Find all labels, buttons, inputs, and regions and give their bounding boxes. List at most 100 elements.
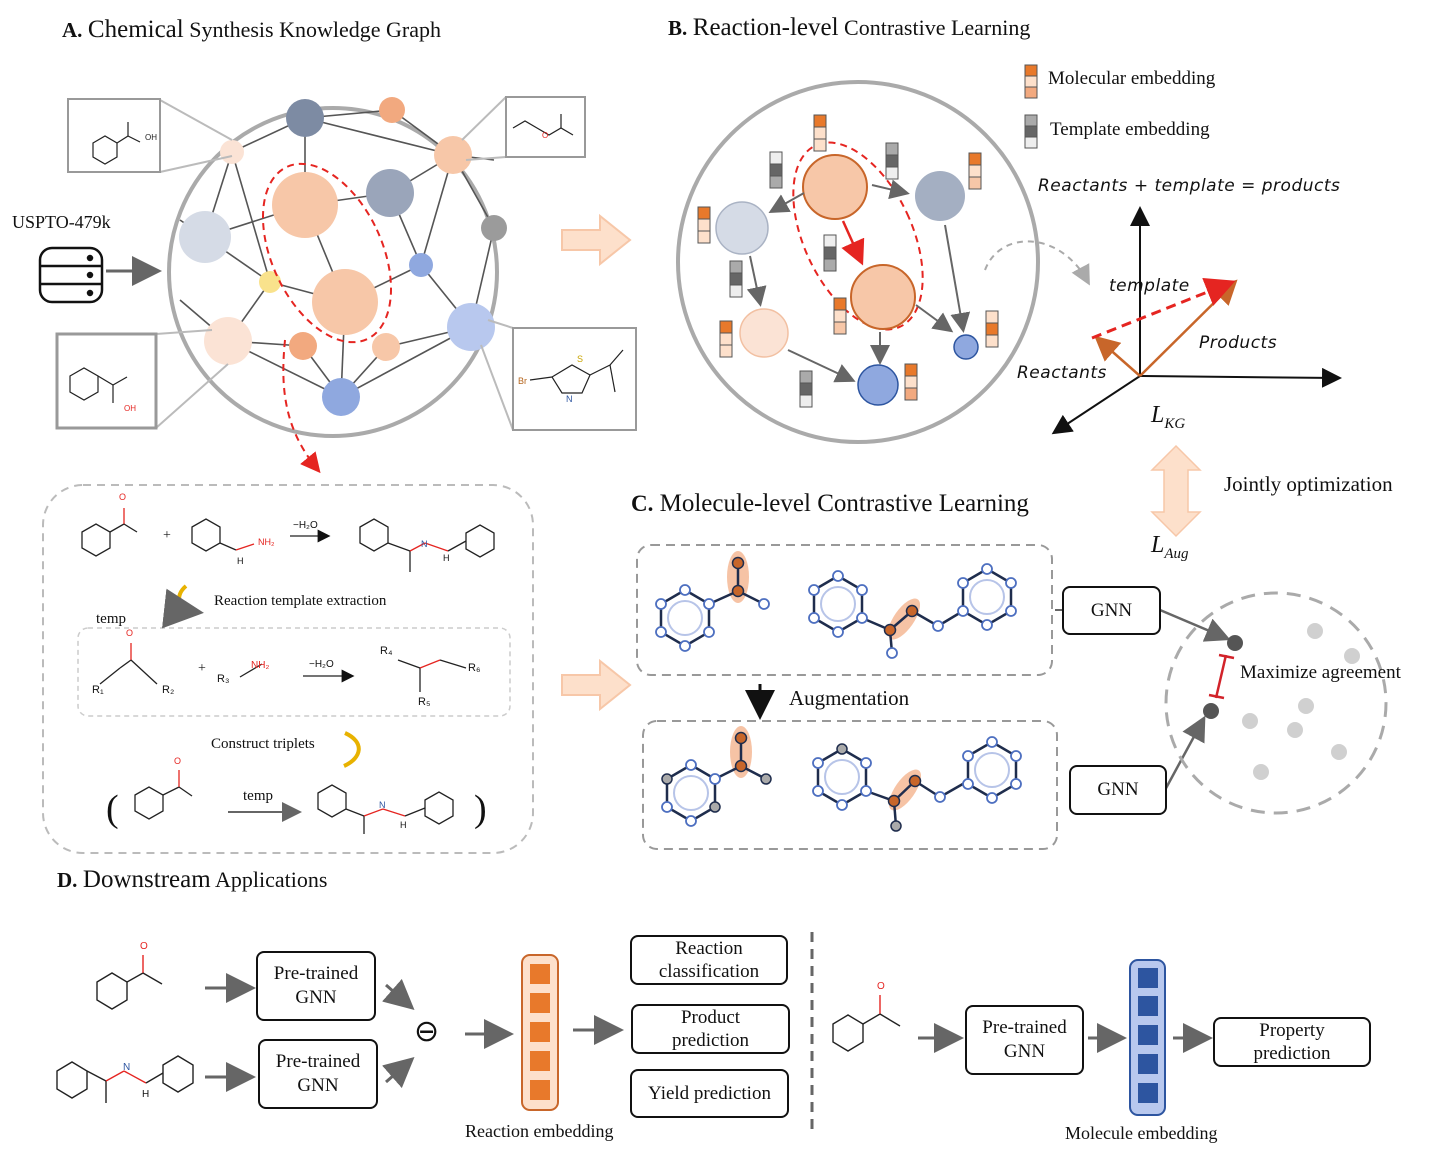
legend-swatches [1024, 64, 1038, 149]
triplet-close-paren: ) [474, 788, 487, 830]
construct-triplets-label: Construct triplets [211, 736, 315, 752]
downstream-arrows [205, 973, 1213, 1092]
template-vector-label: template [1109, 276, 1190, 296]
loss-kg-subscript: KG [1164, 415, 1186, 432]
template-o-label: O [126, 628, 134, 638]
gnn-bottom-arrow [1163, 715, 1206, 791]
agreement-bar [1208, 653, 1235, 700]
benzoic-acid-oh-label: OH [145, 133, 157, 142]
pretrained-gnn-box-2: Pre-trained GNN [258, 1039, 378, 1109]
downstream-o-label-1: O [140, 941, 148, 952]
positive-pair-point-b [1203, 703, 1219, 719]
panel-c-title-text: Molecule-level Contrastive Learning [659, 490, 1029, 517]
panel-d-title: D. Downstream Applications [57, 866, 327, 894]
panel-d-letter: D. [57, 868, 78, 892]
reactant-h-label: H [237, 556, 244, 566]
subtract-operator: ⊖ [414, 1014, 440, 1049]
database-icon [38, 246, 104, 304]
panel-d-title-rest: Applications [214, 867, 328, 892]
phenylethanol-structure [69, 367, 128, 403]
reaction-embedding-label: Reaction embedding [465, 1121, 614, 1141]
ethyl-acetate-o-label: O [542, 131, 549, 140]
downstream-o-label-2: O [877, 981, 885, 992]
task-property-prediction-line2: prediction [1253, 1043, 1331, 1064]
panel-b-title: B. Reaction-level Contrastive Learning [668, 14, 1030, 42]
task-reaction-classification: Reaction classification [630, 935, 788, 985]
flow-arrow-a-to-c [561, 658, 632, 712]
r1-label: R₁ [92, 684, 104, 696]
panel-a-letter: A. [62, 18, 83, 42]
latent-space-circle [1164, 591, 1388, 815]
panel-c-title: C. Molecule-level Contrastive Learning [631, 490, 1029, 518]
reaction-graph [715, 141, 979, 406]
augmented-molecule-graphs [661, 726, 1022, 832]
loss-kg-symbol: L [1151, 402, 1165, 428]
ethyl-acetate-box [505, 96, 586, 158]
reactant-o-label: O [119, 492, 127, 502]
pretrained-gnn-1-line2: GNN [295, 987, 337, 1008]
legend-template-embedding: Template embedding [1050, 119, 1210, 140]
pretrained-gnn-3-line2: GNN [1003, 1041, 1046, 1062]
template-inner-box [77, 627, 511, 717]
r3-label: R₃ [217, 673, 230, 685]
pretrained-gnn-1-line1: Pre-trained [273, 963, 359, 984]
benzoic-acid-box [67, 98, 161, 173]
template-extraction-label: Reaction template extraction [214, 593, 387, 609]
triplet-o-label: O [174, 756, 182, 766]
r2-label: R₂ [162, 684, 175, 696]
product-h-label: H [443, 553, 450, 563]
triplet-h-label: H [400, 820, 407, 830]
loss-kg: LKG [1151, 402, 1185, 433]
embedding-stacks [697, 114, 999, 408]
triplet-relation-label: temp [243, 788, 273, 804]
triplet-open-paren: ( [106, 788, 119, 830]
reaction-plus-1: + [163, 528, 171, 543]
augmentation-label: Augmentation [789, 686, 910, 710]
task-product-prediction-line1: Product [680, 1007, 741, 1028]
panel-c-letter: C. [631, 491, 654, 516]
loss-aug: LAug [1151, 532, 1189, 563]
reaction-scheme [81, 508, 495, 834]
reactants-vector-label: Reactants [1017, 363, 1107, 383]
task-product-prediction: Product prediction [631, 1004, 790, 1054]
triplet-curl-arrow [343, 731, 361, 768]
downstream-n-label: N [123, 1062, 131, 1073]
task-product-prediction-line2: prediction [671, 1030, 750, 1051]
panel-a-title-main: Chemical [87, 16, 184, 43]
downstream-h-label: H [142, 1089, 150, 1100]
task-property-prediction-line1: Property [1259, 1020, 1325, 1041]
original-molecules-box [636, 544, 1053, 676]
molecule-embedding-vector [1129, 959, 1166, 1116]
pretrained-gnn-box-1: Pre-trained GNN [256, 951, 376, 1021]
reaction-plus-2: + [198, 661, 206, 676]
products-vector-label: Products [1199, 333, 1278, 353]
product-n-label: N [421, 539, 428, 549]
extract-curl-arrow [161, 584, 204, 629]
panel-b-title-main: Reaction-level [692, 14, 839, 41]
reactant-nh2-label: NH₂ [258, 537, 275, 547]
legend-molecular-embedding: Molecular embedding [1048, 68, 1216, 89]
loss-aug-symbol: L [1151, 532, 1165, 558]
dataset-label: USPTO-479k [12, 212, 111, 232]
template-detail-box [42, 484, 534, 854]
gnn-encoder-bottom: GNN [1069, 765, 1167, 815]
task-yield-prediction: Yield prediction [630, 1069, 789, 1118]
reaction-embedding-vector [521, 954, 559, 1111]
panel-a-title: A. Chemical Synthesis Knowledge Graph [62, 16, 441, 44]
task-reaction-classification-line2: classification [658, 961, 760, 982]
bromine-label: Br [518, 376, 527, 386]
benzoic-acid-structure [92, 122, 141, 165]
loss-aug-subscript: Aug [1164, 545, 1189, 562]
bromothiazole-box [512, 327, 637, 431]
embedding-space-axes [1051, 206, 1342, 435]
panel-d-title-main: Downstream [82, 866, 211, 893]
nitrogen-label: N [566, 394, 573, 404]
gnn-encoder-top: GNN [1062, 586, 1161, 635]
template-nh2-label: NH₂ [251, 660, 270, 671]
kg-equation: Reactants + template = products [1038, 176, 1341, 196]
pretrained-gnn-3-line1: Pre-trained [982, 1017, 1067, 1038]
r4-label: R₄ [380, 645, 393, 657]
latent-points [1242, 623, 1360, 780]
augmented-molecules-box [642, 720, 1058, 850]
molecule-embedding-label: Molecule embedding [1065, 1123, 1218, 1143]
